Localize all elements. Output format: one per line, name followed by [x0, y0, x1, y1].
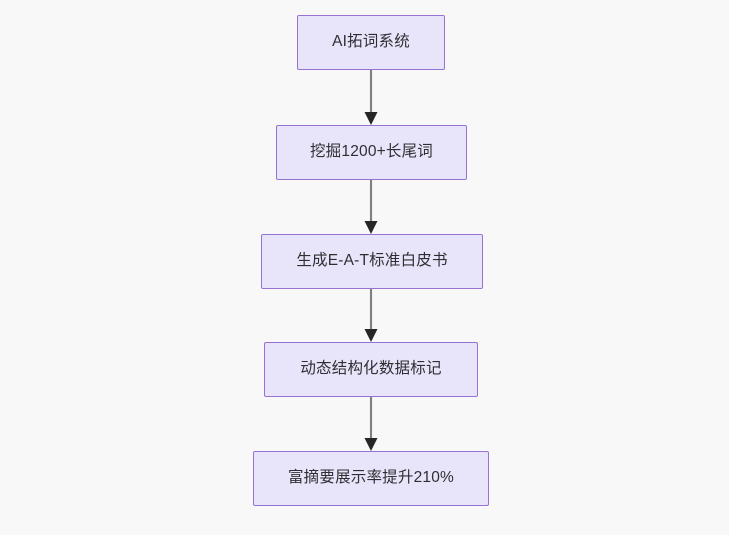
edge-node-0-to-node-1: [364, 70, 378, 125]
flow-node-mine-longtail-keywords[interactable]: 挖掘1200+长尾词: [276, 125, 467, 180]
flow-node-generate-eat-whitepaper[interactable]: 生成E-A-T标准白皮书: [261, 234, 483, 289]
flow-node-ai-keyword-system[interactable]: AI拓词系统: [297, 15, 445, 70]
flow-node-label: 挖掘1200+长尾词: [309, 143, 434, 161]
flow-node-rich-snippet-impression-lift[interactable]: 富摘要展示率提升210%: [253, 451, 489, 506]
edge-node-2-to-node-3: [364, 289, 378, 342]
edge-node-3-to-node-4: [364, 397, 378, 451]
edge-node-1-to-node-2: [364, 180, 378, 234]
flow-node-dynamic-structured-data-markup[interactable]: 动态结构化数据标记: [264, 342, 478, 397]
flow-node-label: 动态结构化数据标记: [300, 360, 442, 378]
flow-node-label: 富摘要展示率提升210%: [287, 469, 455, 487]
flow-node-label: 生成E-A-T标准白皮书: [296, 252, 448, 270]
flow-node-label: AI拓词系统: [332, 33, 410, 51]
